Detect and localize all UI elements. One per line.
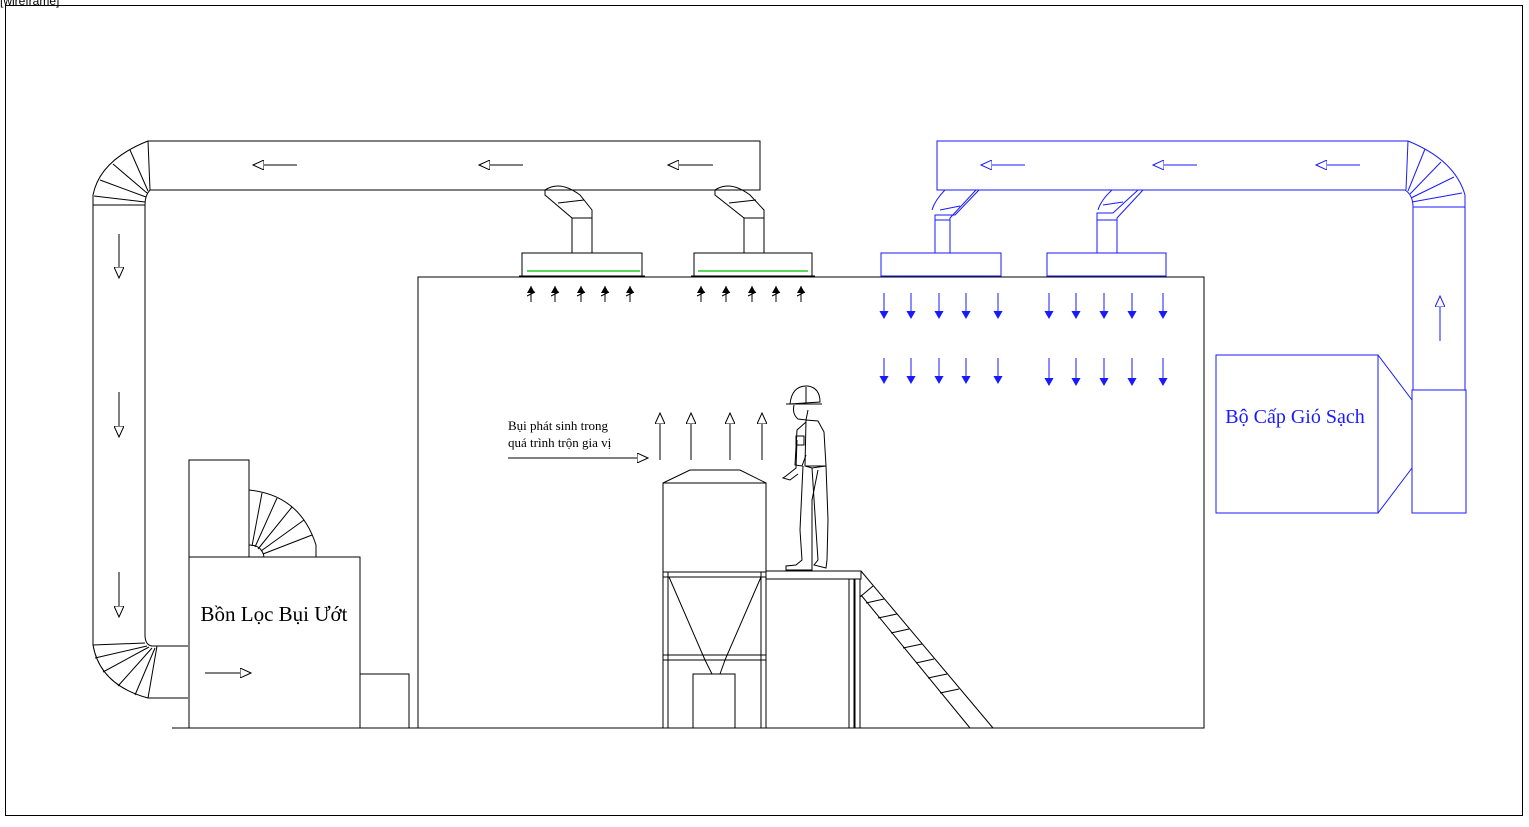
suction-arrows [526, 286, 806, 302]
dust-note-line2: quá trình trộn gia vị [508, 435, 612, 450]
supply-air-arrows [884, 293, 1163, 385]
dust-rise-arrows [508, 413, 762, 460]
dust-note-line1: Bụi phát sinh trong [508, 418, 609, 433]
mixer-hopper [662, 469, 767, 729]
wet-filter-label: Bồn Lọc Bụi Ướt [201, 602, 348, 626]
platform-stairs [765, 570, 994, 729]
viewport-label: [wireframe] [0, 0, 60, 8]
exhaust-duct [92, 140, 761, 699]
drawing-frame [5, 5, 1523, 816]
worker-figure [781, 385, 829, 571]
wet-dust-filter [188, 459, 410, 729]
exhaust-hood-1 [519, 185, 645, 277]
supply-duct [880, 140, 1467, 514]
clean-air-unit-label: Bộ Cấp Gió Sạch [1225, 406, 1364, 428]
exhaust-hood-2 [691, 185, 815, 277]
